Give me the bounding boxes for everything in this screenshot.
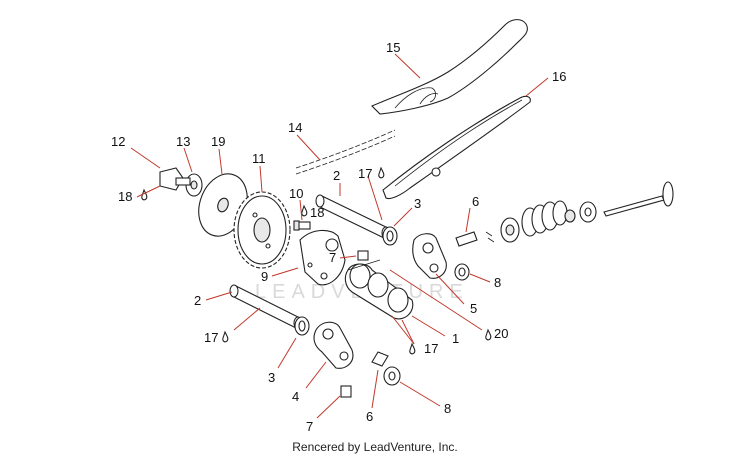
- part-6-lower-pin[interactable]: [371, 351, 389, 367]
- oil-drop-icon-18b: [301, 204, 308, 217]
- valve[interactable]: [603, 181, 674, 217]
- part-3-upper-ring[interactable]: [382, 226, 398, 246]
- callout-19: 19: [211, 134, 225, 149]
- callout-8b: 8: [444, 401, 451, 416]
- callout-8a: 8: [494, 275, 501, 290]
- part-7-lower-nut[interactable]: [340, 385, 352, 398]
- callout-11: 11: [252, 151, 266, 166]
- callout-labels: 15 16 14 12 13 19 11 18 10 18 2 17 3 6 9…: [111, 40, 566, 434]
- part-15-chain-guide[interactable]: [371, 19, 528, 115]
- callout-7b: 7: [306, 419, 313, 434]
- callout-7a: 7: [329, 250, 336, 265]
- part-1-camshaft[interactable]: [344, 259, 414, 320]
- part-16-chain-slider[interactable]: [382, 95, 531, 200]
- valve-retainer[interactable]: [500, 217, 520, 243]
- callout-15: 15: [386, 40, 400, 55]
- callout-18a: 18: [118, 189, 132, 204]
- oil-drop-icon-17b: [222, 330, 229, 343]
- callout-14: 14: [288, 120, 302, 135]
- valve-keepers[interactable]: [485, 231, 495, 243]
- part-7-upper-nut[interactable]: [357, 250, 369, 261]
- callout-18b: 18: [310, 205, 324, 220]
- valve-seal[interactable]: [564, 209, 576, 223]
- callout-6a: 6: [472, 194, 479, 209]
- callout-6b: 6: [366, 409, 373, 424]
- part-3-lower-ring[interactable]: [294, 316, 310, 336]
- callout-2b: 2: [194, 293, 201, 308]
- callout-5: 5: [470, 301, 477, 316]
- leader-lines: [130, 53, 549, 419]
- valve-spring[interactable]: [521, 200, 568, 237]
- part-6-upper-pin[interactable]: [455, 231, 478, 247]
- callout-17c: 17: [424, 341, 438, 356]
- footer-credit: Rencered by LeadVenture, Inc.: [292, 440, 458, 454]
- callout-13: 13: [176, 134, 190, 149]
- part-4-rocker-arm[interactable]: [313, 321, 354, 369]
- part-12-bolt[interactable]: [159, 167, 191, 191]
- valve-spring-seat[interactable]: [579, 201, 597, 223]
- callout-3b: 3: [268, 370, 275, 385]
- part-8-lower-washer[interactable]: [383, 366, 401, 386]
- callout-10: 10: [289, 186, 303, 201]
- callout-12: 12: [111, 134, 125, 149]
- callout-2a: 2: [333, 168, 340, 183]
- callout-3a: 3: [414, 196, 421, 211]
- oil-drop-icon-17a: [378, 166, 385, 179]
- callout-9: 9: [261, 269, 268, 284]
- part-8-upper-washer[interactable]: [454, 263, 470, 281]
- part-11-sprocket[interactable]: [233, 191, 291, 269]
- callout-4: 4: [292, 389, 299, 404]
- part-14-timing-chain[interactable]: [295, 129, 396, 175]
- part-10-bolt[interactable]: [293, 220, 311, 231]
- oil-drop-icon-20: [485, 328, 492, 341]
- callout-1: 1: [452, 331, 459, 346]
- oil-drop-icon-18a: [141, 188, 148, 201]
- callout-16: 16: [552, 69, 566, 84]
- callout-17a: 17: [358, 166, 372, 181]
- part-5-rocker-arm[interactable]: [412, 233, 447, 279]
- callout-20: 20: [494, 326, 508, 341]
- part-9-plate[interactable]: [299, 229, 346, 286]
- callout-17b: 17: [204, 330, 218, 345]
- oil-drop-icon-17c: [409, 342, 416, 355]
